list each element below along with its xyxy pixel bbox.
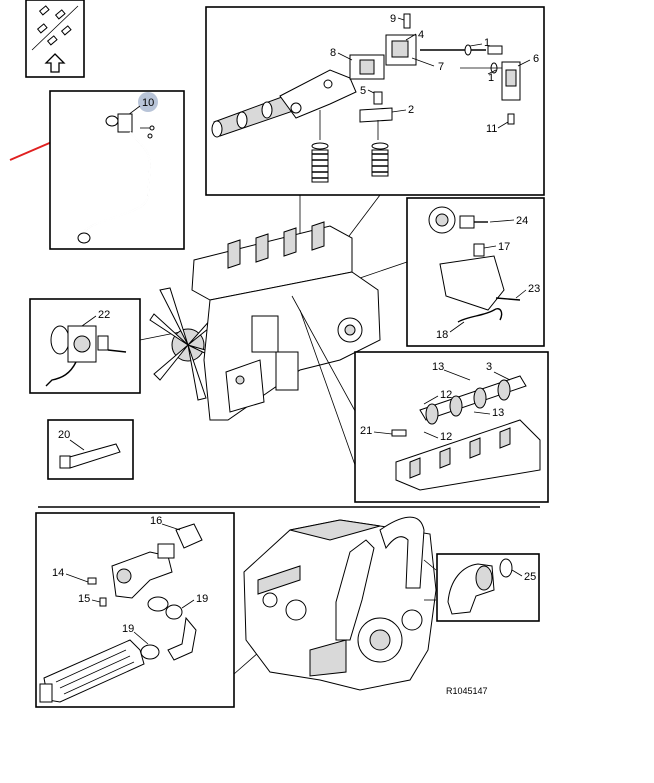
callout-25: 25: [524, 571, 536, 583]
callout-19a: 19: [196, 593, 208, 605]
engine-illustration-bottom: [243, 516, 437, 691]
valve-spring-left: [311, 142, 329, 183]
detail-box-sealant-20: 20: [47, 419, 134, 480]
callout-14: 14: [52, 567, 64, 579]
callout-23: 23: [528, 283, 540, 295]
callout-10: 10: [142, 97, 154, 109]
callout-22: 22: [98, 309, 110, 321]
callout-15: 15: [78, 593, 90, 605]
callout-18: 18: [436, 329, 448, 341]
exploded-parts-thumbnail-icon: [31, 5, 79, 51]
engine-illustration-top: [149, 221, 381, 421]
detail-box-sensor-22: 22: [29, 298, 141, 394]
callout-8: 8: [330, 47, 336, 59]
detail-box-rocker-arm: 8 4 7 9 1 1 6 11 5 2: [205, 6, 545, 196]
nav-thumbnail[interactable]: [25, 0, 85, 78]
callout-13a: 13: [432, 361, 444, 373]
detail-box-breather-hose: 10: [49, 90, 185, 250]
callout-6: 6: [533, 53, 539, 65]
up-arrow-icon[interactable]: [44, 53, 66, 73]
callout-24: 24: [516, 215, 528, 227]
callout-19b: 19: [122, 623, 134, 635]
callout-5: 5: [360, 85, 366, 97]
figure-reference-number: R1045147: [446, 686, 488, 696]
callout-11: 11: [486, 123, 497, 135]
callout-7: 7: [438, 61, 444, 73]
detail-box-camshaft: 13 3 12 13 12 21: [354, 351, 549, 503]
callout-20: 20: [58, 429, 70, 441]
callout-9: 9: [390, 13, 396, 25]
callout-1b: 1: [488, 72, 494, 84]
callout-16: 16: [150, 515, 162, 527]
callout-13b: 13: [492, 407, 504, 419]
highlight-circle: [138, 92, 158, 112]
callout-21: 21: [360, 425, 372, 437]
callout-12b: 12: [440, 431, 452, 443]
detail-box-egr-cooler: 16 14 15 19 19: [35, 512, 235, 708]
callout-3: 3: [486, 361, 492, 373]
callout-1a: 1: [484, 37, 490, 49]
callout-17: 17: [498, 241, 510, 253]
callout-12a: 12: [440, 389, 452, 401]
detail-box-timing-sensor: 24 17 23 18: [406, 197, 545, 347]
detail-box-pipe-25: 25: [436, 553, 540, 622]
callout-2: 2: [408, 104, 414, 116]
callout-4: 4: [418, 29, 424, 41]
valve-spring-right: [371, 142, 389, 177]
